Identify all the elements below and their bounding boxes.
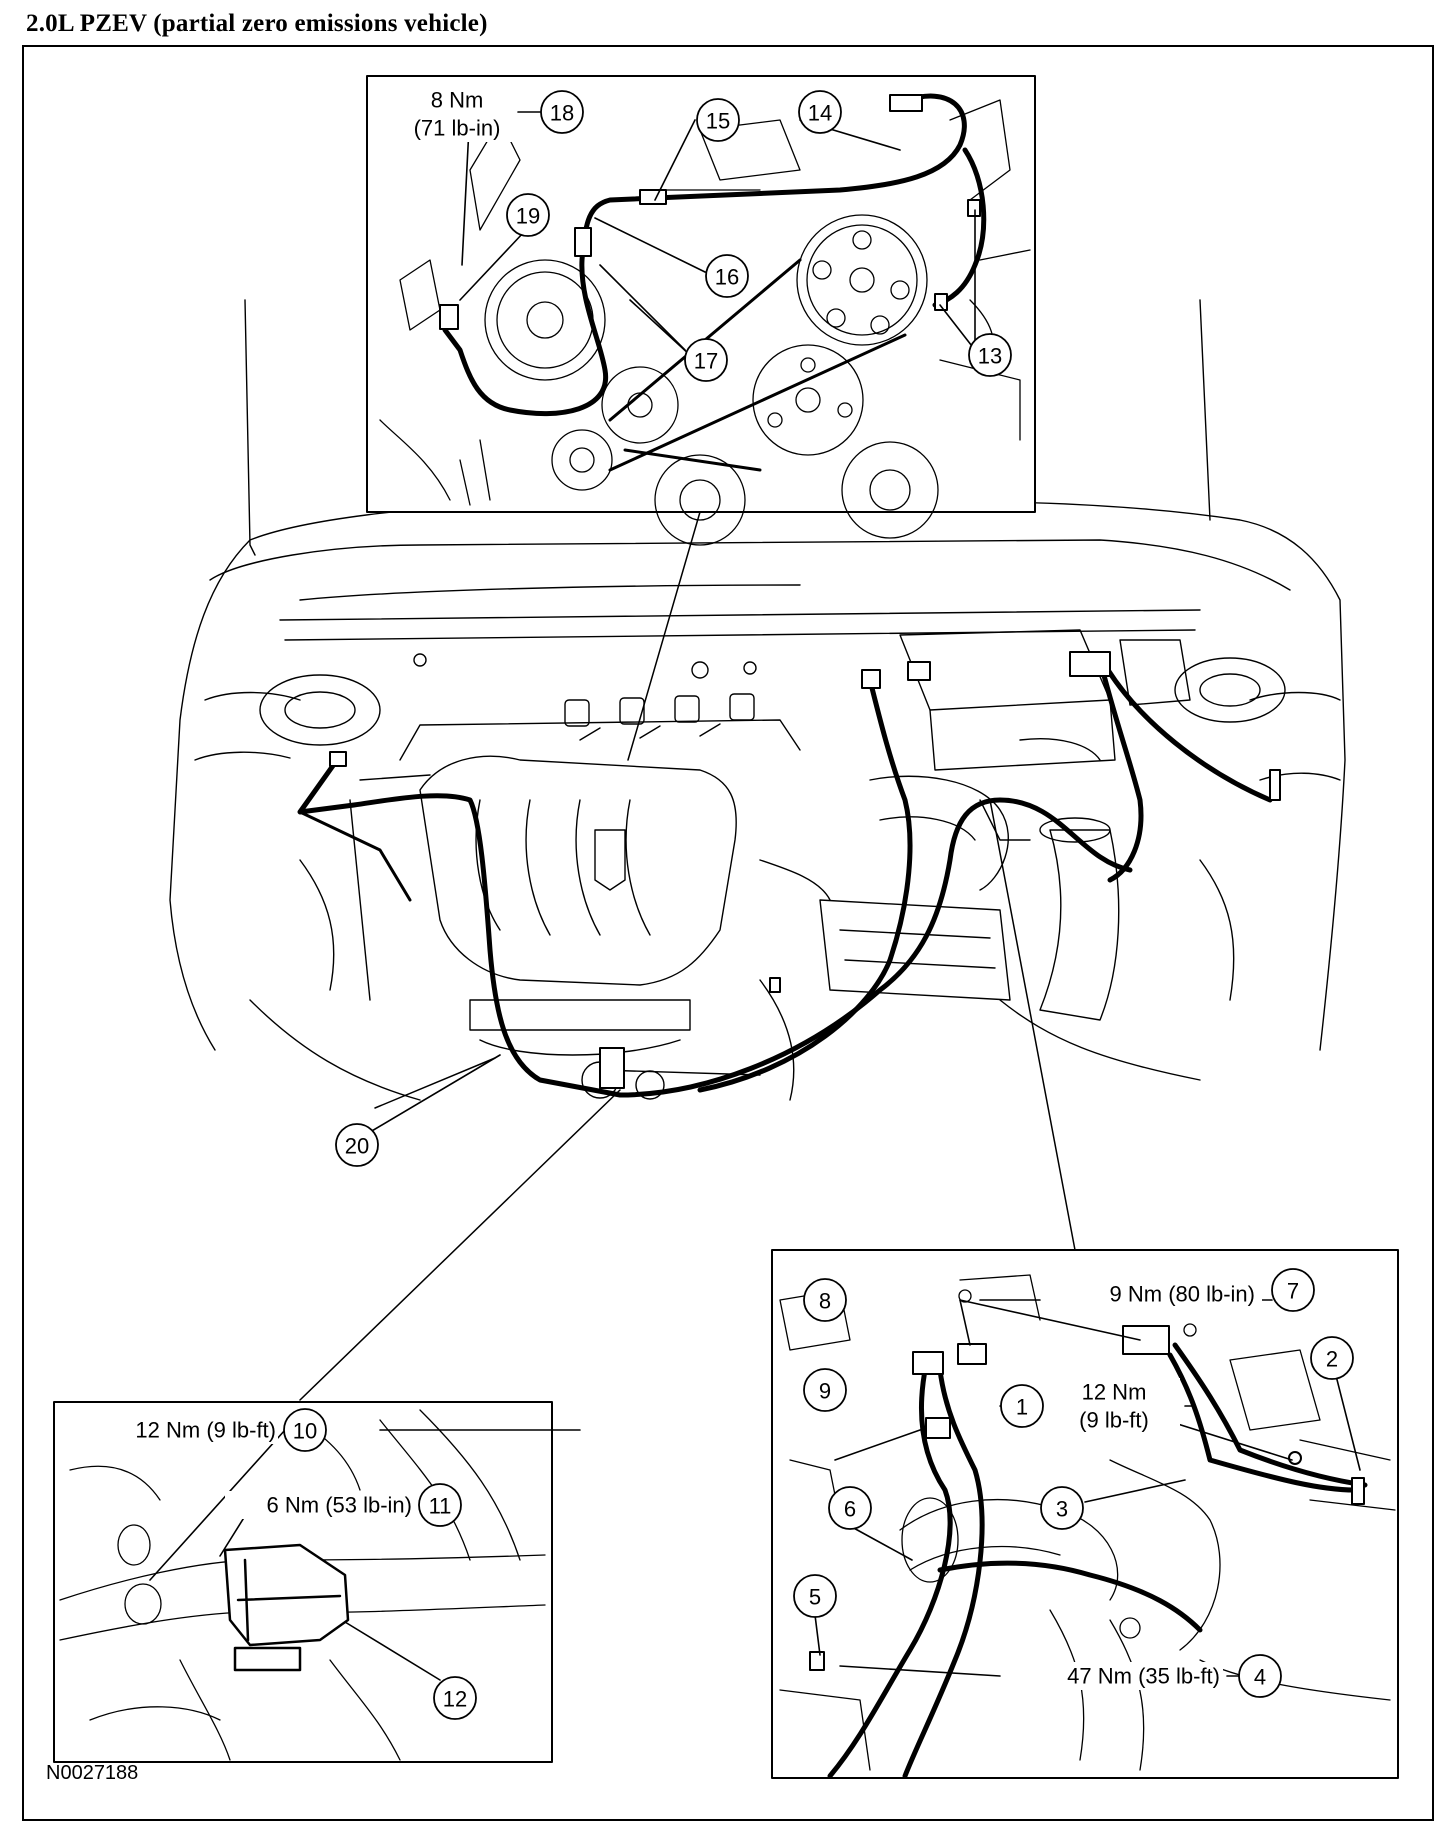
torque-spec-4: 47 Nm (35 lb-ft) [1067, 1664, 1220, 1689]
torque-spec-10: 12 Nm (9 lb-ft) [135, 1418, 276, 1443]
callout-1: 1 [1000, 1384, 1044, 1428]
callout-10: 10 [283, 1408, 327, 1452]
callout-9: 9 [803, 1368, 847, 1412]
callout-16: 16 [705, 254, 749, 298]
torque-spec-1-line2: (9 lb-ft) [1079, 1408, 1149, 1433]
callout-12: 12 [433, 1676, 477, 1720]
diagram-frame [22, 45, 1434, 1821]
torque-spec-labels: 8 Nm (71 lb-in) 9 Nm (80 lb-in) 12 Nm (9… [82, 82, 1262, 1690]
callout-19: 19 [506, 193, 550, 237]
reference-code: N0027188 [46, 1762, 139, 1784]
callout-14: 14 [798, 90, 842, 134]
svg-text:2: 2 [1326, 1347, 1338, 1372]
svg-text:10: 10 [293, 1419, 317, 1444]
torque-spec-11: 6 Nm (53 lb-in) [267, 1493, 412, 1518]
svg-text:19: 19 [516, 204, 540, 229]
svg-text:13: 13 [978, 344, 1002, 369]
callout-4: 4 [1238, 1654, 1282, 1698]
svg-text:16: 16 [715, 265, 739, 290]
svg-text:17: 17 [694, 349, 718, 374]
callout-8: 8 [803, 1278, 847, 1322]
callout-6: 6 [828, 1486, 872, 1530]
svg-text:9: 9 [819, 1379, 831, 1404]
inset-top-drive-belt-area [366, 75, 1036, 546]
inset-bottom-right-air-cleaner-area [771, 1249, 1399, 1779]
svg-text:6: 6 [844, 1497, 856, 1522]
svg-text:4: 4 [1254, 1665, 1266, 1690]
callout-5: 5 [793, 1574, 837, 1618]
svg-text:8: 8 [819, 1289, 831, 1314]
svg-text:14: 14 [808, 101, 832, 126]
svg-text:1: 1 [1016, 1395, 1028, 1420]
callout-leader-lines [149, 107, 1361, 1681]
inset-leader-lines [299, 511, 1076, 1401]
callout-20: 20 [335, 1123, 379, 1167]
diagram-title: 2.0L PZEV (partial zero emissions vehicl… [26, 10, 488, 37]
svg-text:18: 18 [550, 101, 574, 126]
svg-text:7: 7 [1287, 1279, 1299, 1304]
svg-text:3: 3 [1056, 1497, 1068, 1522]
torque-spec-18-line1: 8 Nm [431, 88, 484, 113]
inset-bottom-left-bracket-area [53, 1401, 553, 1763]
callout-7: 7 [1271, 1268, 1315, 1312]
torque-spec-7: 9 Nm (80 lb-in) [1110, 1282, 1255, 1307]
svg-text:20: 20 [345, 1134, 369, 1159]
svg-text:15: 15 [706, 109, 730, 134]
callout-17: 17 [684, 338, 728, 382]
torque-spec-18-line2: (71 lb-in) [414, 116, 501, 141]
torque-spec-1-line1: 12 Nm [1082, 1380, 1147, 1405]
evap-connectors-main [329, 651, 1281, 1089]
callout-11: 11 [418, 1483, 462, 1527]
callout-2: 2 [1310, 1336, 1354, 1380]
svg-text:5: 5 [809, 1585, 821, 1610]
callout-3: 3 [1040, 1486, 1084, 1530]
svg-text:12: 12 [443, 1687, 467, 1712]
svg-text:11: 11 [429, 1494, 452, 1519]
callout-13: 13 [968, 333, 1012, 377]
callout-18: 18 [540, 90, 584, 134]
callout-15: 15 [696, 98, 740, 142]
